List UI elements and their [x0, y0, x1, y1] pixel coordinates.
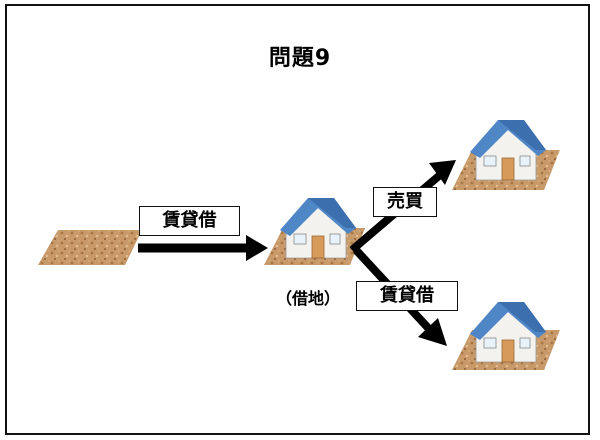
leased-land-note: （借地） — [276, 289, 341, 308]
lease-label-left: 賃貸借 — [139, 206, 240, 236]
house-on-land-icon — [452, 302, 560, 370]
land-plot-icon — [38, 230, 142, 265]
house-on-land-icon — [452, 120, 560, 190]
house-on-land-icon — [264, 198, 365, 265]
lease-arrow — [138, 235, 268, 261]
diagram-frame — [5, 4, 590, 435]
lease-label-right: 賃貸借 — [356, 281, 458, 311]
sale-label: 売買 — [373, 187, 437, 217]
page-title: 問題9 — [268, 46, 332, 71]
